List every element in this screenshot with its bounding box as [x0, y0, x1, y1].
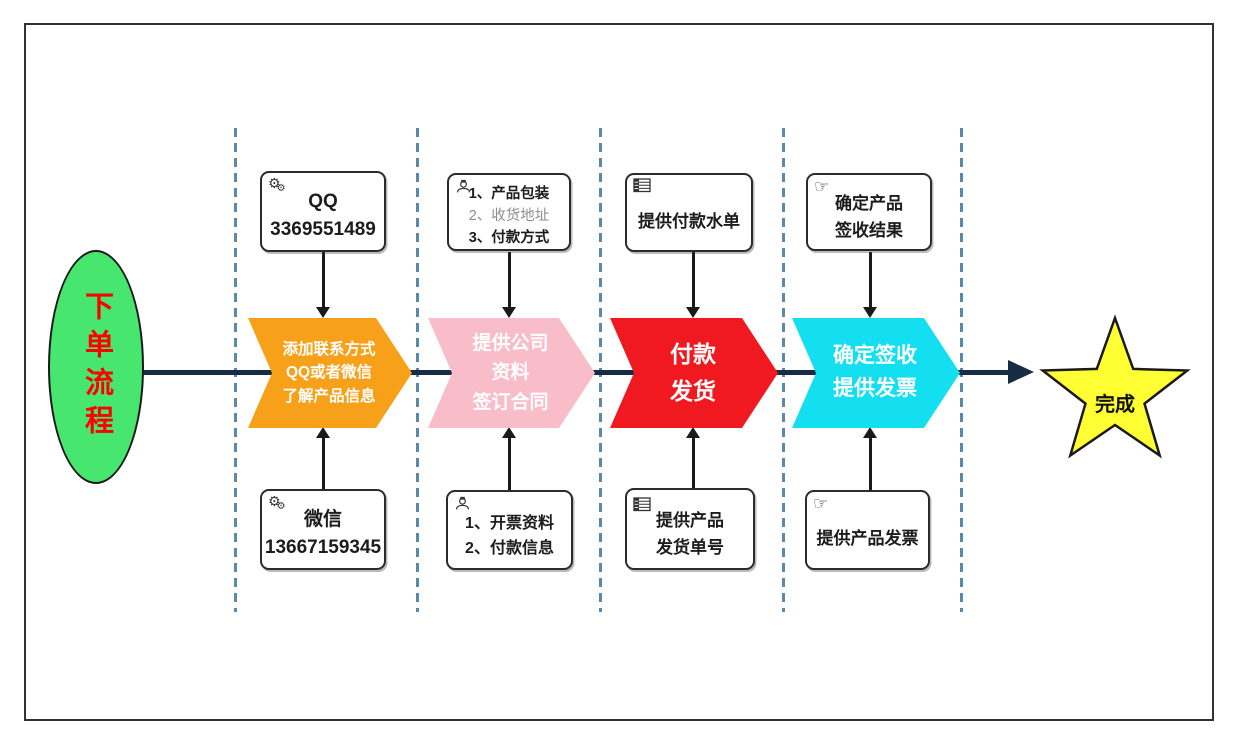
connector-arrowhead [863, 427, 877, 438]
info-box-product-invoice: ☞ 提供产品发票 [805, 490, 930, 570]
spreadsheet-icon [633, 493, 651, 520]
info-box-line: 微信 [303, 508, 342, 530]
worker-icon [454, 495, 471, 520]
stage-label-line: QQ或者微信 [285, 364, 373, 382]
finish-label: 完成 [1095, 394, 1135, 416]
info-box-line: QQ [308, 190, 338, 212]
connector-arrowhead [502, 427, 516, 438]
gears-icon: ⚙⚙ [268, 175, 286, 194]
info-box-line: 3369551489 [270, 218, 376, 240]
stage-chevron-payment: 付款 发货 [610, 318, 778, 428]
connector-arrowhead [502, 307, 516, 318]
connector-line [869, 434, 872, 490]
stage-label-line: 资料 [491, 362, 530, 384]
info-box-line: 1、产品包装 [468, 185, 550, 202]
info-box-line: 3、付款方式 [468, 230, 550, 247]
stage-label-line: 发货 [670, 378, 716, 404]
connector-line [508, 252, 511, 308]
spreadsheet-icon [633, 178, 651, 198]
gears-icon: ⚙⚙ [268, 493, 286, 512]
info-box-line: 确定产品 [835, 193, 903, 213]
stage-label-line: 提供公司 [472, 332, 549, 354]
connector-line [322, 252, 325, 308]
stage-chevron-receipt: 确定签收 提供发票 [792, 318, 960, 428]
info-box-payment-slip: 提供付款水单 [625, 173, 753, 252]
info-box-line: 1、开票资料 [465, 515, 554, 533]
connector-arrowhead [686, 427, 700, 438]
info-box-line: 发货单号 [656, 538, 724, 557]
info-box-line: 提供产品 [656, 510, 724, 530]
stage-label-line: 添加联系方式 [282, 341, 376, 359]
connector-arrowhead [316, 307, 330, 318]
stage-chevron-contract: 提供公司 资料 签订合同 [428, 318, 595, 428]
connector-line [692, 252, 695, 308]
info-box-shipping-number: 提供产品 发货单号 [625, 488, 755, 570]
info-box-line: 提供产品发票 [816, 528, 919, 548]
stage-label-line: 确定签收 [833, 344, 917, 368]
info-box-wechat: ⚙⚙ 微信 13667159345 [260, 489, 386, 570]
connector-arrowhead [686, 307, 700, 318]
info-box-receipt-result: ☞ 确定产品 签收结果 [806, 173, 932, 251]
stage-label-line: 付款 [670, 341, 716, 368]
info-box-line: 提供付款水单 [638, 212, 740, 231]
connector-arrowhead [863, 307, 877, 318]
stage-label-line: 签订合同 [472, 391, 549, 413]
flow-title: 下单流程 [80, 291, 113, 443]
stage-chevron-contact: 添加联系方式 QQ或者微信 了解产品信息 [248, 318, 412, 428]
connector-line [692, 434, 695, 490]
pointing-hand-icon: ☞ [813, 494, 829, 513]
info-box-order-details: 1、产品包装 2、收货地址 3、付款方式 [447, 173, 571, 251]
pointing-hand-icon: ☞ [814, 177, 830, 196]
info-box-line: 2、付款信息 [465, 540, 554, 557]
info-box-invoice-info: 1、开票资料 2、付款信息 [446, 490, 573, 570]
worker-icon [455, 178, 472, 201]
connector-line [322, 434, 325, 490]
info-box-line: 签收结果 [835, 221, 903, 240]
start-ellipse: 下单流程 [48, 250, 144, 484]
connector-arrowhead [316, 427, 330, 438]
finish-star: 完成 [1035, 312, 1195, 472]
info-box-line: 2、收货地址 [468, 207, 550, 224]
connector-line [869, 252, 872, 308]
star-shape [1039, 314, 1191, 459]
flow-arrowhead [1008, 360, 1034, 384]
info-box-qq: ⚙⚙ QQ 3369551489 [260, 171, 386, 252]
connector-line [508, 434, 511, 490]
stage-label-line: 提供发票 [833, 377, 917, 400]
info-box-line: 13667159345 [264, 536, 382, 558]
stage-label-line: 了解产品信息 [282, 387, 376, 405]
